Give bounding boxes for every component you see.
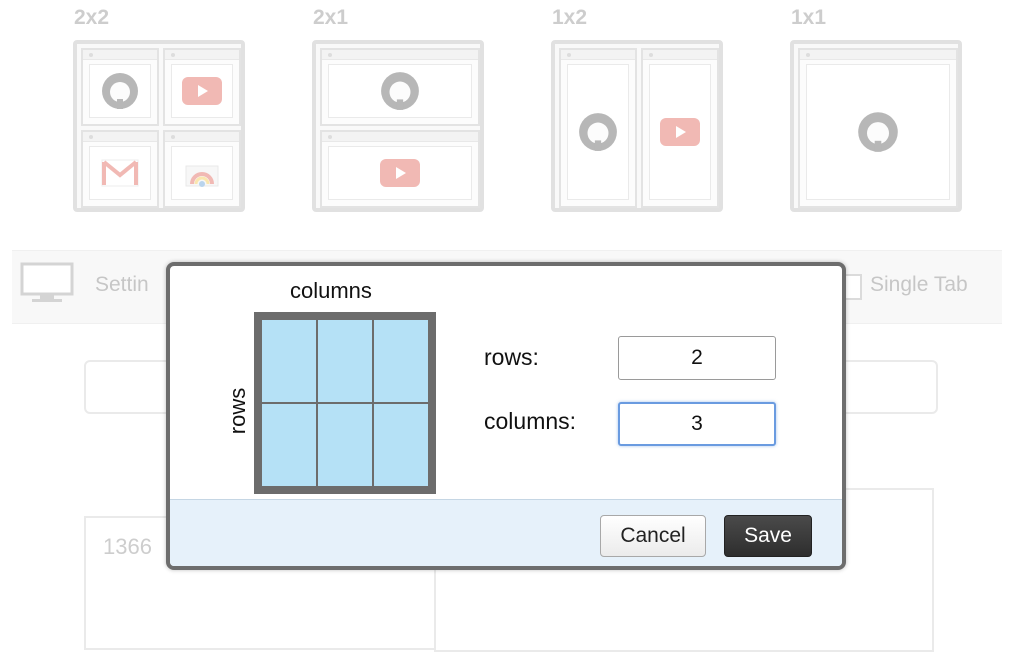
window-thumb: [320, 130, 480, 208]
cancel-button[interactable]: Cancel: [600, 515, 706, 557]
layout-option-2x1[interactable]: [312, 40, 484, 212]
window-thumb: [641, 48, 719, 208]
resolution-text: 1366: [103, 534, 152, 559]
grid-cell: [262, 320, 316, 402]
columns-label: columns:: [484, 408, 577, 434]
monitor-icon: [20, 262, 74, 302]
layout-label-2x1: 2x1: [313, 6, 349, 29]
window-thumb: [163, 48, 241, 126]
grid-cell: [318, 320, 372, 402]
layout-label-1x2: 1x2: [552, 6, 588, 29]
window-thumb: [81, 130, 159, 208]
single-tab-option[interactable]: Single Tab: [870, 273, 968, 296]
layout-option-2x2[interactable]: [73, 40, 245, 212]
github-icon: [381, 72, 419, 110]
github-icon: [102, 73, 138, 109]
layout-option-1x2[interactable]: [551, 40, 723, 212]
save-button[interactable]: Save: [724, 515, 812, 557]
grid-cell: [374, 320, 428, 402]
grid-cell: [318, 404, 372, 486]
youtube-icon: [380, 159, 420, 187]
grid-cell: [374, 404, 428, 486]
grid-size-dialog: columns rows rows: columns: Cancel Save: [166, 262, 846, 570]
layout-label-2x2: 2x2: [74, 6, 110, 29]
grid-preview: [254, 312, 436, 494]
window-thumb: [163, 130, 241, 208]
window-thumb: [559, 48, 637, 208]
github-icon: [579, 113, 617, 151]
gmail-icon: [101, 159, 139, 187]
columns-axis-label: columns: [290, 278, 372, 303]
rows-input[interactable]: [618, 336, 776, 380]
layout-option-1x1[interactable]: [790, 40, 962, 212]
rows-axis-label: rows: [225, 387, 251, 435]
background-page: 2x2 2x1 1x2 1x1: [12, 6, 1002, 652]
github-icon: [858, 112, 898, 152]
chrome-store-icon: [185, 165, 219, 187]
youtube-icon: [660, 118, 700, 146]
rows-label: rows:: [484, 344, 539, 370]
youtube-icon: [182, 77, 222, 105]
window-thumb: [798, 48, 958, 208]
window-thumb: [81, 48, 159, 126]
grid-cell: [262, 404, 316, 486]
layout-label-1x1: 1x1: [791, 6, 827, 29]
settings-tab[interactable]: Settin: [95, 273, 149, 296]
columns-input[interactable]: [618, 402, 776, 446]
window-thumb: [320, 48, 480, 126]
